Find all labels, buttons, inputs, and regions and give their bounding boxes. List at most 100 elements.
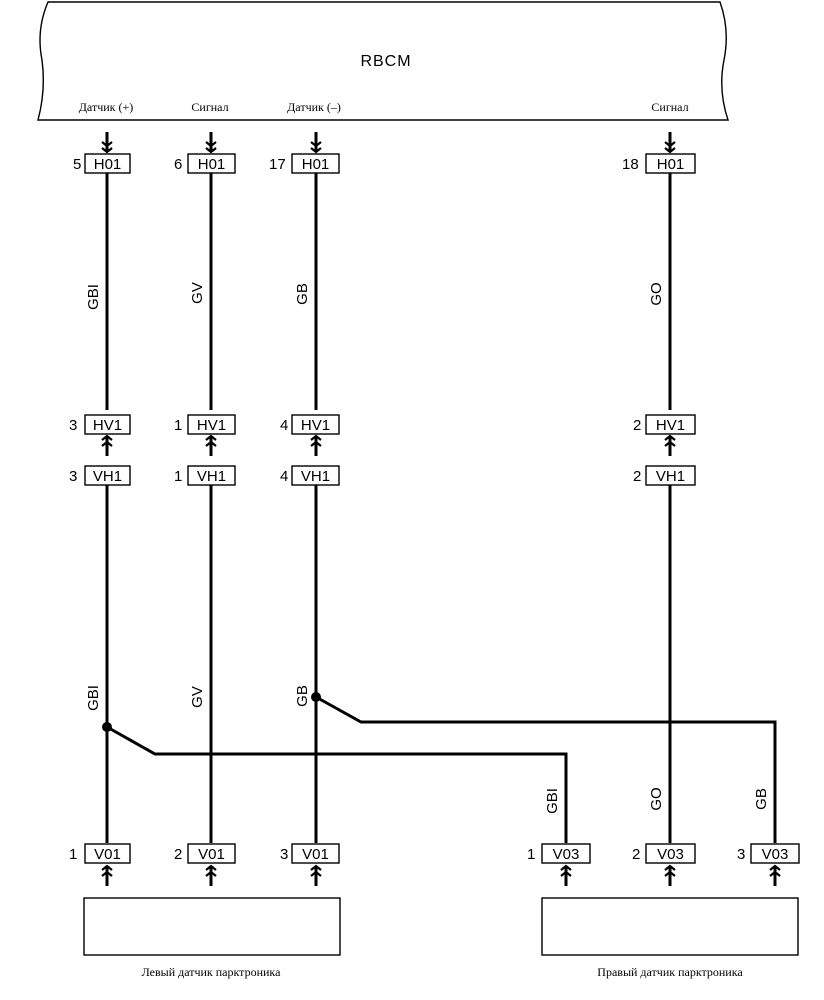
arrow-up-icon (101, 864, 113, 886)
wire-color-label: GB (753, 788, 770, 810)
module-pin-label-sensor-plus: Датчик (+) (79, 100, 134, 114)
connector-vh1-label: VH1 (301, 468, 330, 485)
connector-hv1-row: 3 HV1 1 HV1 4 HV1 2 HV1 (69, 414, 696, 435)
connector-h01-label: H01 (657, 156, 685, 173)
connector-vh1-box (187, 465, 236, 486)
connector-hv1-label: HV1 (93, 417, 122, 434)
connector-hv1-box (187, 414, 236, 435)
wire-color-label: GV (189, 282, 206, 304)
arrow-down-icon (101, 132, 113, 154)
connector-vh1-box (645, 465, 696, 486)
connector-h01-box (84, 153, 131, 174)
connector-hv1-label: HV1 (197, 417, 226, 434)
connector-v01-box (84, 843, 131, 864)
module-pin-label-signal-left: Сигнал (191, 100, 228, 114)
module-pin-label-signal-right: Сигнал (651, 100, 688, 114)
connector-h01-label: H01 (198, 156, 226, 173)
pin-number: 2 (633, 468, 641, 485)
connector-v03-box (750, 843, 800, 864)
wire-color-label: GV (189, 686, 206, 708)
connector-vh1-box (291, 465, 340, 486)
arrow-down-icon (205, 132, 217, 154)
connector-hv1-label: HV1 (301, 417, 330, 434)
rbcm-module-box (37, 1, 729, 121)
connector-v03-label: V03 (657, 846, 684, 863)
arrow-up-icon (664, 864, 676, 886)
arrow-up-icon (205, 434, 217, 456)
pin-number: 1 (527, 846, 535, 863)
pin-number: 5 (73, 156, 81, 173)
splice-gbi (102, 722, 112, 732)
arrow-up-icon (560, 864, 572, 886)
arrow-layer (101, 132, 781, 886)
pin-number: 2 (633, 417, 641, 434)
wires (102, 173, 777, 843)
pin-number: 17 (269, 156, 286, 173)
wire-color-label: GBI (85, 685, 102, 711)
connector-v03-row: 1 V03 2 V03 3 V03 (527, 843, 800, 864)
connector-v01-label: V01 (198, 846, 225, 863)
arrow-up-icon (205, 864, 217, 886)
connector-h01-label: H01 (302, 156, 330, 173)
connector-h01-box (291, 153, 340, 174)
connector-v03-box (541, 843, 591, 864)
pin-number: 4 (280, 417, 288, 434)
connector-hv1-box (291, 414, 340, 435)
left-sensor-label: Левый датчик парктроника (142, 965, 281, 979)
pin-number: 3 (69, 468, 77, 485)
connector-v01-box (187, 843, 236, 864)
arrow-up-icon (310, 864, 322, 886)
right-sensor-box (541, 897, 799, 956)
connector-vh1-box (84, 465, 131, 486)
pin-number: 2 (174, 846, 182, 863)
connector-v03-label: V03 (762, 846, 789, 863)
pin-number: 3 (280, 846, 288, 863)
wire-color-labels-right: GBI GO GB (544, 787, 770, 814)
arrow-up-icon (101, 434, 113, 456)
arrow-down-icon (664, 132, 676, 154)
wire-color-label: GBI (544, 788, 561, 814)
wire-color-labels-lower: GBI GV GB (85, 685, 311, 711)
connector-h01-label: H01 (94, 156, 122, 173)
connector-v01-label: V01 (94, 846, 121, 863)
pin-number: 1 (174, 417, 182, 434)
pin-number: 6 (174, 156, 182, 173)
wire-color-label: GBI (85, 284, 102, 310)
connector-hv1-label: HV1 (656, 417, 685, 434)
pin-number: 2 (632, 846, 640, 863)
connector-vh1-row: 3 VH1 1 VH1 4 VH1 2 VH1 (69, 465, 696, 486)
left-sensor-box (83, 897, 341, 956)
wire-color-labels-upper: GBI GV GB GO (85, 282, 665, 310)
module-pin-label-sensor-minus: Датчик (–) (287, 100, 341, 114)
connector-vh1-label: VH1 (93, 468, 122, 485)
pin-number: 3 (69, 417, 77, 434)
pin-number: 1 (174, 468, 182, 485)
pin-number: 18 (622, 156, 639, 173)
rbcm-title: RBCM (360, 53, 411, 70)
wire-color-label: GB (294, 283, 311, 305)
arrow-up-icon (664, 434, 676, 456)
connector-h01-row: 5 H01 6 H01 17 H01 18 H01 (73, 153, 696, 174)
pin-number: 4 (280, 468, 288, 485)
right-sensor-label: Правый датчик парктроника (597, 965, 743, 979)
wire-color-label: GO (648, 787, 665, 810)
connector-v01-row: 1 V01 2 V01 3 V01 (69, 843, 340, 864)
wire-gbi-branch (106, 725, 568, 843)
connector-v03-label: V03 (553, 846, 580, 863)
wire-gb-branch (315, 695, 777, 843)
arrow-up-icon (769, 864, 781, 886)
connector-v03-box (645, 843, 696, 864)
arrow-up-icon (310, 434, 322, 456)
connector-v01-box (291, 843, 340, 864)
pin-number: 1 (69, 846, 77, 863)
wire-color-label: GO (648, 282, 665, 305)
pin-number: 3 (737, 846, 745, 863)
splice-gb (311, 692, 321, 702)
wire-color-label: GB (294, 685, 311, 707)
connector-hv1-box (645, 414, 696, 435)
arrow-down-icon (310, 132, 322, 154)
connector-vh1-label: VH1 (656, 468, 685, 485)
connector-h01-box (645, 153, 696, 174)
connector-h01-box (187, 153, 236, 174)
